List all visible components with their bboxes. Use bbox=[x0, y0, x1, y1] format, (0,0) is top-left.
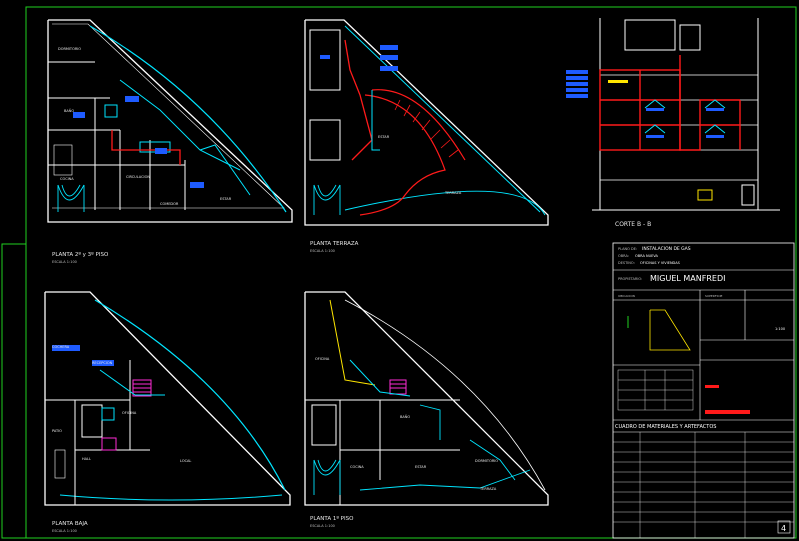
room-label: COMEDOR bbox=[160, 202, 179, 206]
room-label: RECEPCION bbox=[92, 361, 113, 365]
room-label: DORMITORIO bbox=[58, 47, 81, 51]
room-label: TERRAZA bbox=[479, 487, 497, 491]
plan-title: PLANTA TERRAZA bbox=[310, 241, 359, 247]
margin-frame bbox=[1, 243, 27, 539]
room-label: TERRAZA bbox=[444, 191, 462, 195]
plan-title: PLANTA 1º PISO bbox=[310, 515, 354, 522]
propietario-value: MIGUEL MANFREDI bbox=[650, 274, 725, 283]
escala-value: 1:100 bbox=[775, 327, 785, 331]
plan-terraza: TERRAZA ESTAR PLANTA TERRAZA ESCALA 1:10… bbox=[304, 19, 549, 253]
propietario-label: PROPIETARIO: bbox=[618, 277, 642, 281]
room-label: LOCAL bbox=[180, 459, 191, 463]
plan-scale: ESCALA 1:100 bbox=[310, 249, 335, 253]
plan-scale: ESCALA 1:100 bbox=[310, 524, 335, 528]
room-label: ESTAR bbox=[220, 197, 232, 201]
obra-value: OBRA NUEVA bbox=[635, 254, 659, 258]
room-label: BAÑO bbox=[400, 414, 410, 419]
room-label: HALL bbox=[82, 457, 91, 461]
corte-b-b: CORTE B - B bbox=[566, 18, 780, 228]
room-label: ESTAR bbox=[378, 135, 390, 139]
plano-de-label: PLANO DE: bbox=[618, 247, 637, 251]
plan-scale: ESCALA 1:100 bbox=[52, 260, 77, 264]
destino-value: OFICINAS Y VIVIENDAS bbox=[640, 261, 681, 265]
plan-title: PLANTA BAJA bbox=[52, 521, 88, 527]
destino-label: DESTINO: bbox=[618, 261, 635, 265]
plan-title: PLANTA 2º y 3º PISO bbox=[52, 251, 109, 258]
plan-baja: COCHERA RECEPCION OFICINA LOCAL HALL PAT… bbox=[44, 291, 291, 533]
room-label: DORMITORIO bbox=[475, 459, 498, 463]
cuadro-title: CUADRO DE MATERIALES Y ARTEFACTOS bbox=[615, 424, 716, 430]
plan-scale: ESCALA 1:100 bbox=[52, 529, 77, 533]
room-label: COCINA bbox=[350, 465, 364, 469]
room-label: BAÑO bbox=[64, 108, 74, 113]
room-label: PATIO bbox=[52, 429, 62, 433]
plano-de-value: INSTALACION DE GAS bbox=[642, 246, 691, 252]
room-label: COCHERA bbox=[52, 345, 70, 349]
obra-label: OBRA: bbox=[618, 254, 629, 258]
section-title: CORTE B - B bbox=[615, 221, 651, 228]
room-label: COCINA bbox=[60, 177, 74, 181]
lamina-number: 4 bbox=[781, 524, 786, 533]
superficie-label: SUPERFICIE bbox=[705, 294, 722, 298]
ubicacion-label: UBICACION bbox=[618, 294, 635, 298]
plan-1-piso: OFICINA BAÑO COCINA ESTAR DORMITORIO TER… bbox=[304, 291, 549, 528]
room-label: ESTAR bbox=[415, 465, 427, 469]
room-label: OFICINA bbox=[315, 357, 330, 361]
room-label: CIRCULACION bbox=[126, 175, 150, 179]
plan-2-3-piso: DORMITORIO BAÑO CIRCULACION ESTAR COMEDO… bbox=[47, 19, 293, 264]
room-label: OFICINA bbox=[122, 411, 137, 415]
title-block: PLANO DE: INSTALACION DE GAS OBRA: OBRA … bbox=[612, 242, 795, 539]
